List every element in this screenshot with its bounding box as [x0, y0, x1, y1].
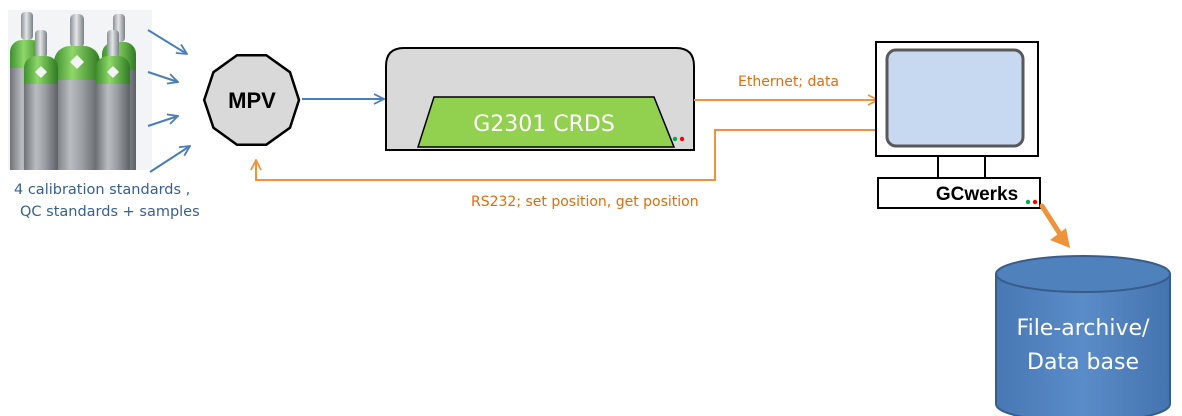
monitor-stand	[937, 155, 986, 179]
computer: GCwerks	[875, 41, 1041, 209]
crds-label: G2301 CRDS	[473, 112, 615, 137]
gcwerks-led-red	[1032, 199, 1038, 205]
archive-label-line1: File-archive/	[1017, 316, 1151, 341]
crds-led-green	[672, 136, 678, 142]
crds-analyzer: G2301 CRDS	[385, 47, 695, 151]
cylinder-front-left	[24, 30, 58, 170]
cylinder-front-middle	[54, 14, 100, 170]
mpv-label: MPV	[228, 88, 276, 113]
gcwerks-label: GCwerks	[936, 184, 1018, 205]
archive-database: File-archive/ Data base	[995, 255, 1171, 416]
cylinder-front-right	[96, 30, 130, 170]
ethernet-label: Ethernet; data	[738, 74, 839, 90]
cylinders-caption-line1: 4 calibration standards ,	[14, 182, 190, 198]
mpv-valve: MPV	[202, 53, 301, 147]
rs232-arrow	[255, 129, 876, 181]
archive-label-line2: Data base	[1027, 350, 1139, 375]
rs232-label: RS232; set position, get position	[471, 194, 699, 210]
computer-to-archive-arrow	[1039, 203, 1070, 248]
cylinders-to-mpv-arrows	[147, 29, 190, 173]
cylinders-caption-line2: QC standards + samples	[20, 204, 200, 220]
computer-base	[877, 177, 1041, 209]
gcwerks-led-green	[1025, 199, 1031, 205]
crds-front-panel	[416, 96, 676, 148]
crds-led-red	[679, 136, 685, 142]
monitor-screen	[885, 48, 1025, 148]
gas-cylinders-image	[8, 10, 152, 170]
